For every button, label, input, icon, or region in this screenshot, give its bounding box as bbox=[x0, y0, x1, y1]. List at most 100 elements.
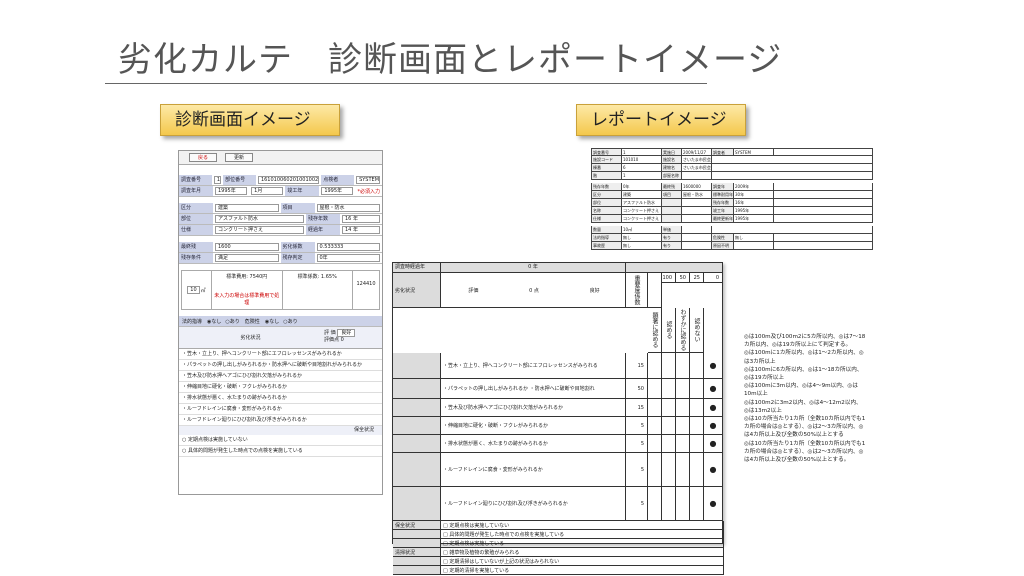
eval-head: 評 価 bbox=[324, 330, 336, 336]
rating-cell[interactable] bbox=[676, 353, 690, 379]
danger-yes-radio[interactable]: ○あり bbox=[283, 318, 298, 325]
rating-cell[interactable] bbox=[662, 379, 676, 399]
foot-checkbox[interactable]: □ 雑草物及植物の繁殖がみられる bbox=[441, 548, 724, 557]
final-field[interactable]: 1600 bbox=[215, 243, 279, 251]
rating-cell[interactable] bbox=[662, 453, 676, 487]
rating-cell[interactable] bbox=[648, 399, 662, 417]
report-cell: 数量 bbox=[592, 226, 622, 233]
report-cell: 1 bbox=[622, 149, 662, 155]
rating-cell[interactable] bbox=[648, 453, 662, 487]
maint-option[interactable]: ○ 具体的問題が発生した時点での点検を実施している bbox=[179, 446, 382, 457]
row-gutter bbox=[393, 417, 441, 435]
month-field[interactable]: 1月 bbox=[251, 187, 284, 195]
note-line: ◎は100mに3m以内、◎は4〜9m以内、◎は10m以上 bbox=[744, 383, 858, 398]
law-none-radio[interactable]: ◉なし bbox=[207, 318, 222, 325]
report-cell: 調査番号 bbox=[592, 149, 622, 155]
report-cell: 部位 bbox=[592, 199, 622, 206]
rating-cell[interactable] bbox=[690, 399, 704, 417]
col-val: 50 bbox=[676, 273, 690, 283]
rating-cell[interactable] bbox=[690, 435, 704, 453]
maint-option[interactable]: ○ 定期点検は実施していない bbox=[179, 435, 382, 446]
rating-cell[interactable] bbox=[648, 417, 662, 435]
qty-field[interactable]: 10 bbox=[187, 286, 200, 294]
foot-row: □ 定期的清掃を実施している bbox=[393, 566, 724, 575]
rating-cell[interactable] bbox=[676, 435, 690, 453]
judge-field[interactable]: 0年 bbox=[316, 254, 380, 262]
rating-cell[interactable] bbox=[662, 417, 676, 435]
foot-checkbox[interactable]: □ 定期的清掃を実施している bbox=[441, 566, 724, 575]
foot-row: □ 具体的問題が発生した時点での点検を実施している bbox=[393, 530, 724, 539]
status-label: 劣化状況 bbox=[393, 273, 441, 308]
rating-cell[interactable] bbox=[676, 453, 690, 487]
std-coef: 標準係数: 1.65% bbox=[297, 274, 337, 280]
report-cell: 2009/11/27 bbox=[682, 149, 712, 155]
row-text: ・笠木及び防水押へアゴにひび割れ欠落がみられるか bbox=[441, 399, 626, 417]
report-cell bbox=[682, 242, 712, 249]
foot-checkbox[interactable]: □ 定期清掃はしていないが上記の状況はみられない bbox=[441, 557, 724, 566]
rating-cell[interactable] bbox=[690, 379, 704, 399]
diag-row-final: 最終残 1600 劣化係数 0.533333 bbox=[179, 242, 382, 253]
rating-cell[interactable] bbox=[648, 435, 662, 453]
report-cell: 6 bbox=[622, 164, 662, 171]
foot-checkbox[interactable]: □ 定期点検は実施していない bbox=[441, 521, 724, 530]
report-cell: 1600000 bbox=[682, 183, 712, 190]
report-cell: 1995年 bbox=[734, 215, 774, 222]
foot-checkbox[interactable]: □ 具体的問題が発生した時点での点検を実施している bbox=[441, 530, 724, 539]
rating-cell[interactable] bbox=[662, 353, 676, 379]
rating-cell[interactable] bbox=[690, 417, 704, 435]
rating-mark: ● bbox=[704, 399, 723, 417]
coef-field[interactable]: 0.533333 bbox=[316, 243, 380, 251]
rating-cell[interactable] bbox=[648, 379, 662, 399]
update-button[interactable]: 更新 bbox=[225, 153, 254, 162]
report-cell: 有り bbox=[662, 242, 682, 249]
col-head: 顕著に認める bbox=[648, 308, 662, 353]
eval-select[interactable]: 良好 bbox=[337, 329, 356, 337]
report-cell: 部屋名称 bbox=[662, 172, 682, 179]
label: 部位番号 bbox=[223, 175, 256, 185]
diag-row-part: 部位 アスファルト防水 残存年数 16 年 bbox=[179, 214, 382, 225]
rating-cell[interactable] bbox=[690, 453, 704, 487]
foot-label: 清掃状況 bbox=[393, 548, 441, 557]
rating-cell[interactable] bbox=[676, 487, 690, 521]
row-weight: 5 bbox=[626, 417, 648, 435]
rating-cell[interactable] bbox=[662, 487, 676, 521]
status-item: ・ルーフドレインに腐食・変形がみられるか bbox=[179, 404, 382, 415]
report-cell: 単価 bbox=[662, 226, 682, 233]
report-cell bbox=[712, 164, 872, 171]
rating-cell[interactable] bbox=[662, 435, 676, 453]
inspector-field[interactable]: SYSTEM bbox=[356, 176, 381, 184]
required-note: *必須入力 bbox=[357, 188, 380, 195]
foot-checkbox[interactable]: □ 定期点検は実施している bbox=[441, 539, 724, 548]
rating-cell[interactable] bbox=[690, 353, 704, 379]
rating-cell[interactable] bbox=[648, 353, 662, 379]
cond-field[interactable]: 満足 bbox=[215, 254, 279, 262]
report-tag: レポートイメージ bbox=[576, 104, 746, 136]
label: 区分 bbox=[179, 203, 213, 213]
eval-cell: 評価 0 点 良好 bbox=[441, 273, 626, 308]
report-cell: 危険性 bbox=[712, 234, 734, 241]
danger-none-radio[interactable]: ◉なし bbox=[264, 318, 280, 325]
back-button[interactable]: 戻る bbox=[189, 153, 218, 162]
report-cell bbox=[662, 207, 682, 214]
built-year-field[interactable]: 1995年 bbox=[321, 187, 354, 195]
rating-cell[interactable] bbox=[690, 487, 704, 521]
survey-no-field[interactable]: 1 bbox=[213, 176, 222, 184]
rating-cell[interactable] bbox=[648, 487, 662, 521]
label: 仕様 bbox=[179, 225, 213, 235]
year-field[interactable]: 1995年 bbox=[215, 187, 248, 195]
report-cell: 2009年 bbox=[734, 183, 774, 190]
report-cell: 30年 bbox=[734, 191, 774, 198]
col-head: 認めない bbox=[690, 308, 704, 353]
rating-cell[interactable] bbox=[676, 399, 690, 417]
rating-cell[interactable] bbox=[676, 417, 690, 435]
rating-mark: ● bbox=[704, 353, 723, 379]
rating-cell[interactable] bbox=[676, 379, 690, 399]
part-value: アスファルト防水 bbox=[215, 215, 304, 223]
law-yes-radio[interactable]: ○あり bbox=[225, 318, 240, 325]
remaining-years: 16 年 bbox=[342, 215, 380, 223]
rating-cell[interactable] bbox=[662, 399, 676, 417]
part-no-field[interactable]: 161010060201001002 bbox=[257, 176, 320, 184]
